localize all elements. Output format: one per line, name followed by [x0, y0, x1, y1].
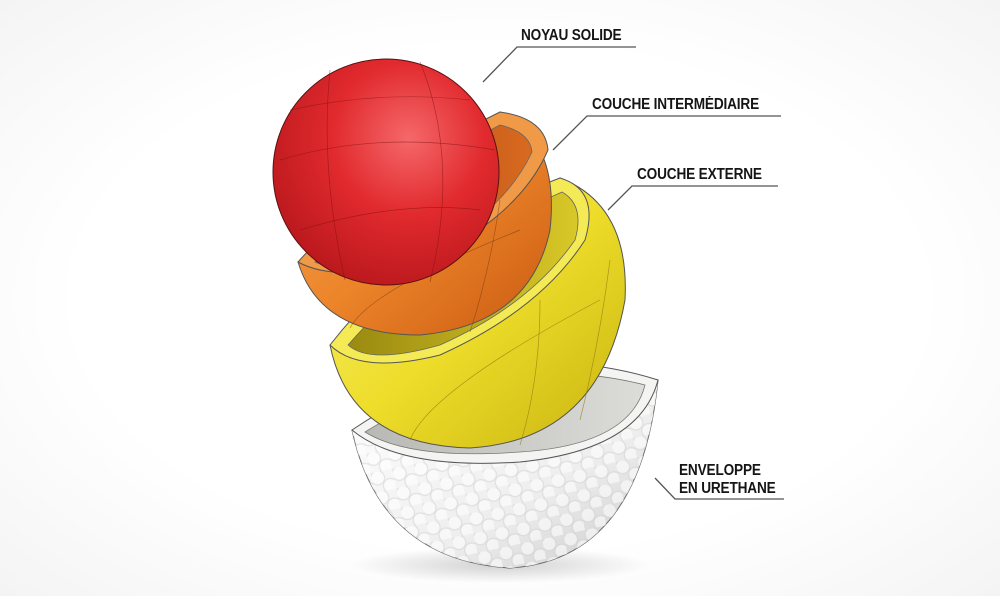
- label-cover-line2: EN URETHANE: [679, 480, 776, 497]
- label-solid-core: NOYAU SOLIDE: [521, 27, 622, 44]
- leader-line-cover: [654, 477, 784, 500]
- leader-line-core: [482, 46, 636, 83]
- label-cover-line1: ENVELOPPE: [679, 462, 761, 479]
- leader-line-mantle: [552, 115, 781, 151]
- leader-lines: [482, 46, 784, 500]
- label-outer-layer: COUCHE EXTERNE: [637, 166, 762, 183]
- label-intermediate-layer: COUCHE INTERMÉDIAIRE: [592, 96, 759, 113]
- leader-line-outer: [607, 185, 778, 211]
- solid-core-sphere: [272, 58, 500, 286]
